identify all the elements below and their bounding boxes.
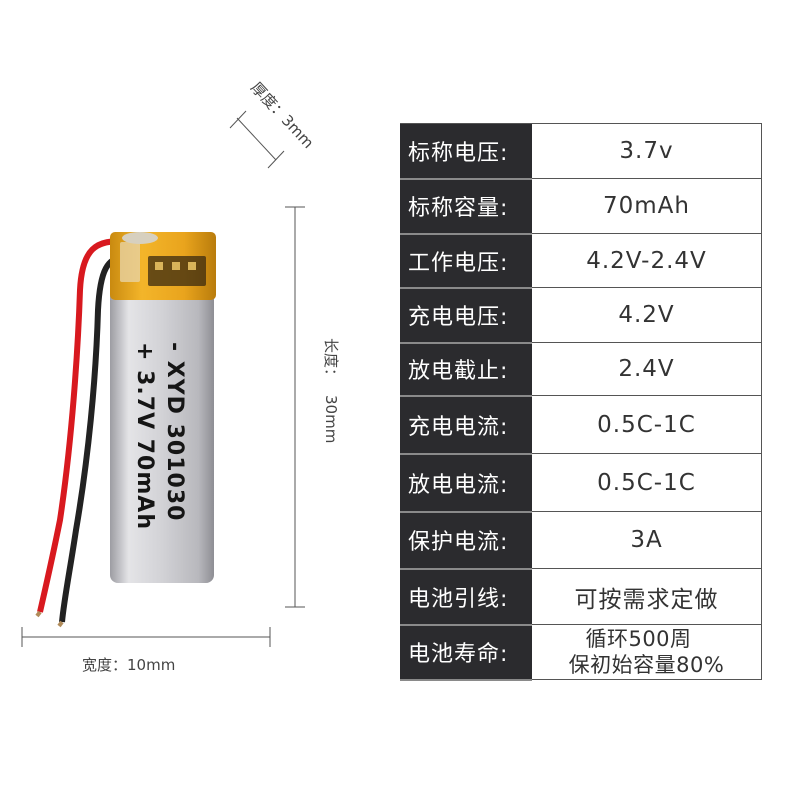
spec-row: 电池寿命: 循环500周 保初始容量80% bbox=[400, 624, 762, 681]
spec-row: 工作电压: 4.2V-2.4V bbox=[400, 233, 762, 289]
red-wire bbox=[37, 238, 129, 613]
spec-label: 充电电流: bbox=[400, 395, 532, 455]
spec-label: 工作电压: bbox=[400, 233, 532, 289]
spec-value: 0.5C-1C bbox=[532, 453, 762, 512]
spec-value: 3A bbox=[532, 511, 762, 569]
spec-label: 放电截止: bbox=[400, 342, 532, 397]
spec-row: 电池引线: 可按需求定做 bbox=[400, 568, 762, 626]
thickness-label: 厚度：3mm bbox=[247, 78, 317, 152]
spec-value: 2.4V bbox=[532, 342, 762, 396]
spec-label: 标称容量: bbox=[400, 178, 532, 235]
black-wire bbox=[59, 254, 126, 623]
spec-label: 电池寿命: bbox=[400, 624, 532, 681]
spec-row: 标称容量: 70mAh bbox=[400, 178, 762, 235]
spec-row: 保护电流: 3A bbox=[400, 511, 762, 570]
spec-value: 循环500周 保初始容量80% bbox=[532, 624, 762, 680]
spec-value-line1: 循环500周 bbox=[585, 627, 692, 651]
spec-value: 70mAh bbox=[532, 178, 762, 234]
spec-value: 4.2V bbox=[532, 287, 762, 343]
width-label: 宽度：10mm bbox=[82, 656, 176, 674]
spec-value: 可按需求定做 bbox=[532, 568, 762, 625]
spec-value: 3.7v bbox=[532, 123, 762, 179]
spec-row: 标称电压: 3.7v bbox=[400, 123, 762, 180]
length-value: 30mm bbox=[322, 395, 340, 443]
battery-body bbox=[110, 285, 214, 583]
spec-row: 充电电压: 4.2V bbox=[400, 287, 762, 344]
battery-print-line1: - XYD 301030 bbox=[162, 342, 187, 521]
spec-label: 标称电压: bbox=[400, 123, 532, 180]
spec-value: 4.2V-2.4V bbox=[532, 233, 762, 288]
spec-value: 0.5C-1C bbox=[532, 395, 762, 454]
spec-label: 电池引线: bbox=[400, 568, 532, 626]
spec-label: 充电电压: bbox=[400, 287, 532, 344]
spec-label: 放电电流: bbox=[400, 453, 532, 513]
length-label: 长度： bbox=[322, 338, 340, 383]
spec-row: 放电截止: 2.4V bbox=[400, 342, 762, 397]
spec-table: 标称电压: 3.7v 标称容量: 70mAh 工作电压: 4.2V-2.4V 充… bbox=[400, 123, 762, 681]
spec-row: 充电电流: 0.5C-1C bbox=[400, 395, 762, 455]
spec-value-line2: 保初始容量80% bbox=[568, 653, 725, 677]
thickness-dim-line bbox=[236, 117, 277, 161]
spec-label: 保护电流: bbox=[400, 511, 532, 570]
spec-row: 放电电流: 0.5C-1C bbox=[400, 453, 762, 513]
battery-print-line2: + 3.7V 70mAh bbox=[132, 342, 157, 530]
